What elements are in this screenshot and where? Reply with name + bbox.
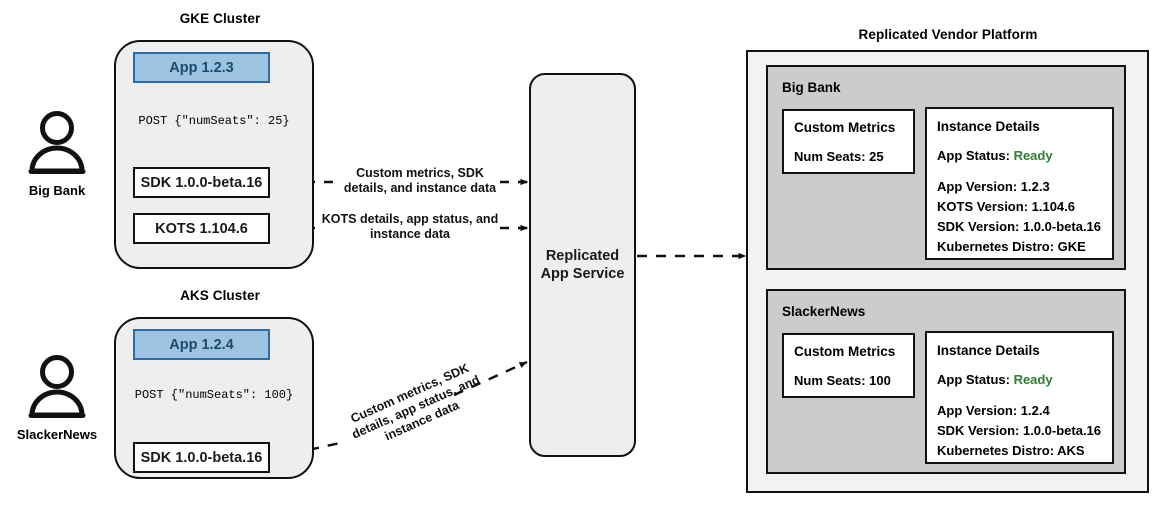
edge-label-aks-sdk-to-service: Custom metrics, SDK details, app status,… [328,352,503,463]
custom-metrics-card-slacker-news[interactable]: Custom Metrics Num Seats: 100 [782,333,915,398]
instance-details-title: Instance Details [937,343,1040,358]
persona-label-slacker-news: SlackerNews [16,427,98,442]
edge-label-line-1: Custom metrics, SDK [356,166,484,180]
person-icon-slacker-news [28,355,86,418]
customer-panel-title-slacker-news: SlackerNews [782,304,866,319]
replicated-app-service-box[interactable]: Replicated App Service [529,73,636,457]
person-icon-big-bank [28,111,86,174]
instance-details-card-slacker-news[interactable]: Instance Details App Status: Ready App V… [925,331,1114,464]
post-payload-aks: POST {"numSeats": 100} [134,388,294,402]
instance-details-row-kots-version: KOTS Version: 1.104.6 [937,199,1076,214]
component-label-sdk-gke: SDK 1.0.0-beta.16 [140,174,263,191]
custom-metrics-card-big-bank[interactable]: Custom Metrics Num Seats: 25 [782,109,915,174]
instance-details-row-kubernetes-distro: Kubernetes Distro: GKE [937,239,1086,254]
custom-metrics-title: Custom Metrics [794,120,896,135]
status-badge-ready: Ready [1013,372,1053,387]
app-box-label-gke: App 1.2.3 [169,59,234,76]
component-box-sdk-aks[interactable]: SDK 1.0.0-beta.16 [133,442,270,473]
customer-panel-big-bank: Big Bank Custom Metrics Num Seats: 25 In… [766,65,1126,270]
instance-details-app-status: App Status: Ready [937,148,1053,163]
instance-details-row-app-version: App Version: 1.2.3 [937,179,1050,194]
instance-details-row-sdk-version: SDK Version: 1.0.0-beta.16 [937,423,1102,438]
service-label-line-1: Replicated [545,248,620,264]
component-label-kots-gke: KOTS 1.104.6 [155,220,248,237]
instance-details-card-big-bank[interactable]: Instance Details App Status: Ready App V… [925,107,1114,260]
customer-panel-title-big-bank: Big Bank [782,80,841,95]
app-status-label: App Status: [937,372,1014,387]
cluster-title-aks: AKS Cluster [180,288,260,303]
cluster-title-gke: GKE Cluster [179,11,261,26]
custom-metrics-title: Custom Metrics [794,344,896,359]
component-label-sdk-aks: SDK 1.0.0-beta.16 [140,449,263,466]
app-box-label-aks: App 1.2.4 [169,336,234,353]
instance-details-title: Instance Details [937,119,1040,134]
app-box-gke[interactable]: App 1.2.3 [133,52,270,83]
platform-title: Replicated Vendor Platform [858,27,1038,42]
app-box-aks[interactable]: App 1.2.4 [133,329,270,360]
instance-details-row-sdk-version: SDK Version: 1.0.0-beta.16 [937,219,1102,234]
edge-label-kots-to-service: KOTS details, app status, and instance d… [312,212,508,242]
custom-metrics-row-num-seats: Num Seats: 100 [794,373,891,388]
custom-metrics-row-num-seats: Num Seats: 25 [794,149,884,164]
component-box-sdk-gke[interactable]: SDK 1.0.0-beta.16 [133,167,270,198]
status-badge-ready: Ready [1013,148,1053,163]
service-label-line-2: App Service [540,266,625,282]
instance-details-row-kubernetes-distro: Kubernetes Distro: AKS [937,443,1085,458]
edge-label-line-2: details, and instance data [343,181,497,195]
instance-details-row-app-version: App Version: 1.2.4 [937,403,1050,418]
customer-panel-slacker-news: SlackerNews Custom Metrics Num Seats: 10… [766,289,1126,474]
post-payload-gke: POST {"numSeats": 25} [138,114,290,128]
app-status-label: App Status: [937,148,1014,163]
component-box-kots-gke[interactable]: KOTS 1.104.6 [133,213,270,244]
edge-label-line-1: KOTS details, app status, and [321,212,499,226]
replicated-app-service-label: Replicated App Service [541,247,625,283]
edge-label-sdk-to-service: Custom metrics, SDK details, and instanc… [330,166,510,196]
instance-details-app-status: App Status: Ready [937,372,1053,387]
persona-label-big-bank: Big Bank [28,183,86,198]
edge-label-line-2: instance data [370,227,450,241]
